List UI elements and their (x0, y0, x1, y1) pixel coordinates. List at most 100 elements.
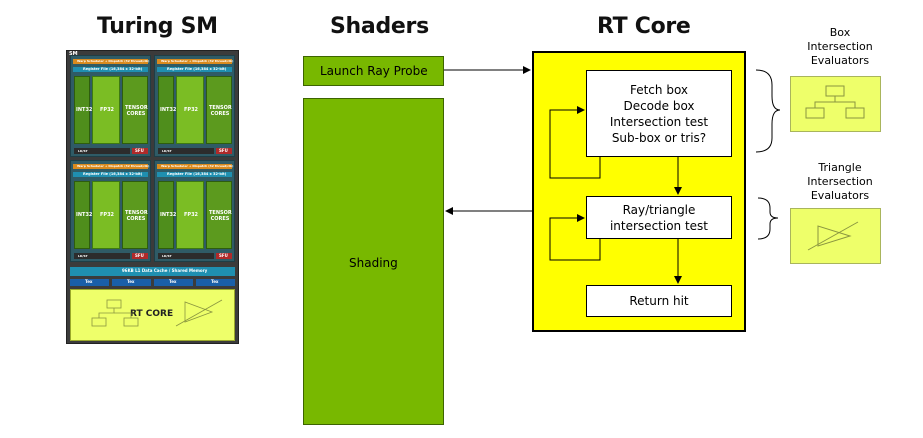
fp32-label: FP32 (100, 212, 115, 218)
box-eval-line: Box (829, 26, 851, 39)
sm-quadrant: Warp Scheduler + Dispatch (32 thread/clk… (70, 160, 151, 262)
sfu-label: SFU (135, 253, 144, 258)
tri-eval-line: Evaluators (810, 189, 870, 202)
box-test-line: Sub-box or tris? (611, 130, 707, 145)
triangle-evaluators-label: Triangle Intersection Evaluators (795, 161, 885, 203)
register-file-bar: Register File (16,384 x 32-bit) (73, 67, 148, 72)
tex-unit: Tex (112, 279, 151, 286)
sm-quadrant: Warp Scheduler + Dispatch (32 thread/clk… (154, 55, 235, 157)
sm-rt-core-label: RT CORE (130, 309, 174, 319)
box-test-line: Fetch box (629, 82, 689, 97)
fp32-column: FP32 (176, 76, 204, 144)
warp-scheduler-bar: Warp Scheduler + Dispatch (32 thread/clk… (73, 59, 150, 64)
tex-label: Tex (127, 279, 135, 284)
launch-ray-probe-label: Launch Ray Probe (320, 64, 428, 78)
tex-unit: Tex (70, 279, 109, 286)
box-hierarchy-icon (805, 85, 865, 119)
tri-eval-line: Intersection (807, 175, 873, 188)
tensor-label: TENSOR CORES (125, 210, 148, 222)
return-hit-stage: Return hit (586, 285, 732, 317)
sfu-block: SFU (216, 148, 232, 154)
shading-label: Shading (349, 256, 398, 270)
box-eval-line: Intersection (807, 40, 873, 53)
register-file-label: Register File (16,384 x 32-bit) (167, 67, 227, 71)
int32-label: INT32 (76, 212, 93, 218)
sm-rt-box-icon (91, 299, 139, 327)
sm-rt-core-block (70, 289, 235, 341)
int32-label: INT32 (160, 107, 177, 113)
sfu-block: SFU (132, 253, 148, 259)
register-file-label: Register File (16,384 x 32-bit) (83, 172, 143, 176)
launch-ray-probe-box: Launch Ray Probe (303, 56, 444, 86)
return-hit-label: Return hit (629, 294, 689, 308)
triangle-stage-loop (549, 214, 601, 261)
l1-cache-bar: 96KB L1 Data Cache / Shared Memory (70, 267, 235, 276)
fp32-column: FP32 (92, 181, 120, 249)
sfu-block: SFU (132, 148, 148, 154)
l1-cache-label: 96KB L1 Data Cache / Shared Memory (122, 268, 208, 273)
ldst-label: LD/ST (78, 254, 88, 258)
warp-scheduler-bar: Warp Scheduler + Dispatch (32 thread/clk… (73, 164, 150, 169)
tensor-core-column: TENSOR CORES (206, 181, 232, 249)
tex-label: Tex (85, 279, 93, 284)
register-file-label: Register File (16,384 x 32-bit) (167, 172, 227, 176)
ldst-row: LD/ST (74, 148, 130, 154)
warp-scheduler-label: Warp Scheduler + Dispatch (32 thread/clk… (77, 59, 150, 63)
warp-scheduler-label: Warp Scheduler + Dispatch (32 thread/clk… (161, 164, 234, 168)
shaders-title: Shaders (330, 14, 429, 39)
tex-label: Tex (211, 279, 219, 284)
fp32-label: FP32 (184, 107, 199, 113)
sfu-label: SFU (135, 148, 144, 153)
ldst-label: LD/ST (162, 254, 172, 258)
rt-core-title: RT Core (597, 14, 691, 39)
ldst-label: LD/ST (162, 149, 172, 153)
int32-column: INT32 (158, 76, 177, 144)
fp32-column: FP32 (176, 181, 204, 249)
box-evaluator-block (790, 76, 881, 132)
sfu-label: SFU (219, 148, 228, 153)
register-file-bar: Register File (16,384 x 32-bit) (157, 172, 232, 177)
box-stage-loop (549, 106, 601, 179)
triangle-evaluator-block (790, 208, 881, 264)
tensor-label: TENSOR CORES (209, 210, 232, 222)
warp-scheduler-bar: Warp Scheduler + Dispatch (32 thread/clk… (157, 164, 234, 169)
int32-label: INT32 (160, 212, 177, 218)
sm-quadrant: Warp Scheduler + Dispatch (32 thread/clk… (154, 160, 235, 262)
warp-scheduler-bar: Warp Scheduler + Dispatch (32 thread/clk… (157, 59, 234, 64)
register-file-bar: Register File (16,384 x 32-bit) (73, 172, 148, 177)
tensor-label: TENSOR CORES (209, 105, 232, 117)
ldst-row: LD/ST (158, 148, 214, 154)
tensor-label: TENSOR CORES (125, 105, 148, 117)
tex-unit: Tex (154, 279, 193, 286)
int32-label: INT32 (76, 107, 93, 113)
box-eval-line: Evaluators (810, 54, 870, 67)
int32-column: INT32 (158, 181, 177, 249)
tensor-core-column: TENSOR CORES (206, 76, 232, 144)
box-evaluators-brace (755, 69, 781, 153)
register-file-label: Register File (16,384 x 32-bit) (83, 67, 143, 71)
sm-rt-triangle-icon (175, 299, 223, 327)
shading-box: Shading (303, 98, 444, 425)
tensor-core-column: TENSOR CORES (122, 76, 148, 144)
tex-label: Tex (169, 279, 177, 284)
int32-column: INT32 (74, 76, 93, 144)
triangle-intersection-icon (807, 221, 859, 251)
tri-eval-line: Triangle (818, 161, 862, 174)
warp-scheduler-label: Warp Scheduler + Dispatch (32 thread/clk… (77, 164, 150, 168)
warp-scheduler-label: Warp Scheduler + Dispatch (32 thread/clk… (161, 59, 234, 63)
sfu-label: SFU (219, 253, 228, 258)
box-test-line: Decode box (623, 98, 695, 113)
sm-tag: SM (69, 51, 78, 57)
sm-quadrant: Warp Scheduler + Dispatch (32 thread/clk… (70, 55, 151, 157)
triangle-test-stage: Ray/triangle intersection test (586, 196, 732, 239)
ldst-row: LD/ST (74, 253, 130, 259)
ldst-label: LD/ST (78, 149, 88, 153)
triangle-test-line: intersection test (609, 218, 709, 233)
fp32-label: FP32 (184, 212, 199, 218)
box-evaluators-label: Box Intersection Evaluators (795, 26, 885, 68)
int32-column: INT32 (74, 181, 93, 249)
box-test-stage: Fetch box Decode box Intersection test S… (586, 70, 732, 157)
fp32-label: FP32 (100, 107, 115, 113)
triangle-test-line: Ray/triangle (622, 202, 696, 217)
